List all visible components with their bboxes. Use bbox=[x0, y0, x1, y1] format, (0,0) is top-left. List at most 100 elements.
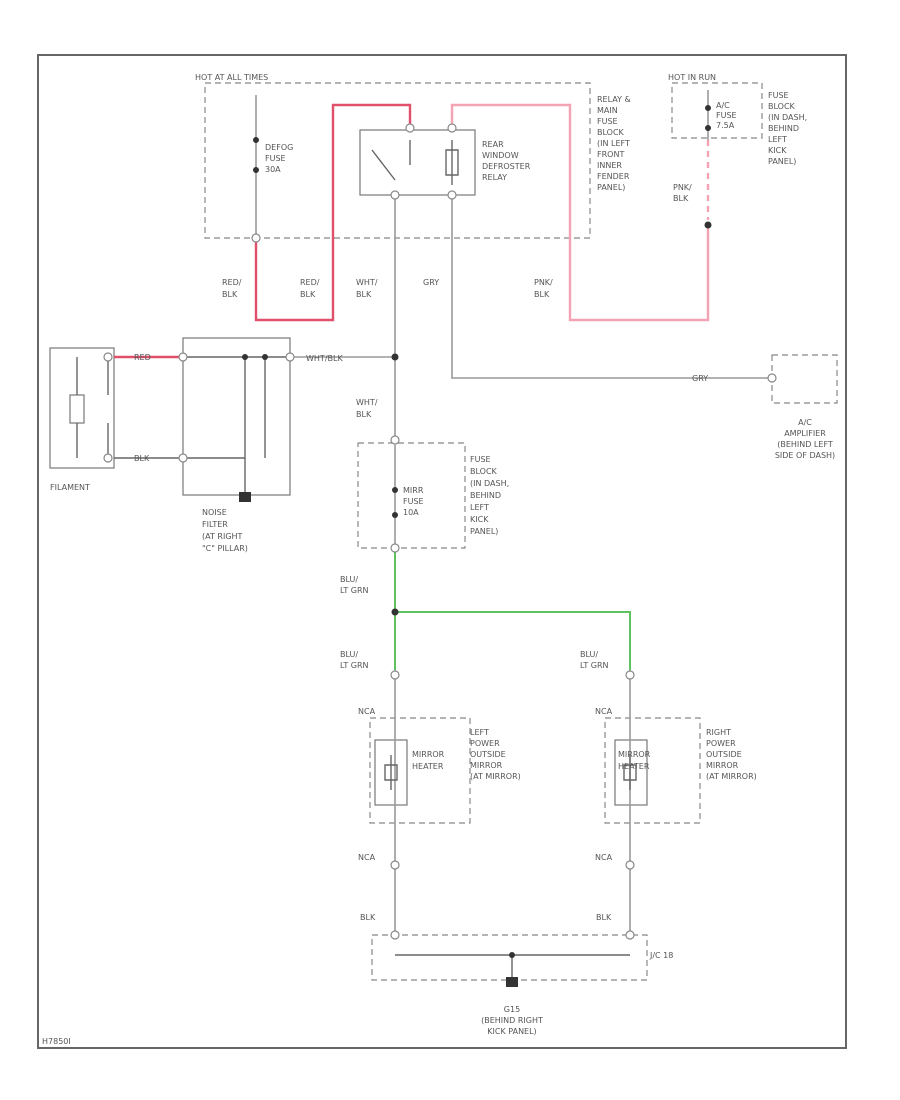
label-line: 7.5A bbox=[716, 121, 735, 130]
label-line: (AT RIGHT bbox=[202, 532, 243, 541]
blu-ltgrn-label-1: BLU/LT GRN bbox=[340, 575, 369, 595]
splice-dot bbox=[253, 167, 259, 173]
label-line: BLOCK bbox=[597, 128, 625, 137]
label-line: FUSE bbox=[470, 455, 491, 464]
connector bbox=[178, 352, 188, 362]
label-line: FENDER bbox=[597, 172, 630, 181]
label-line: RELAY bbox=[482, 173, 507, 182]
jc-line bbox=[395, 954, 630, 980]
connector bbox=[447, 123, 457, 133]
gry-label-2: GRY bbox=[692, 374, 708, 383]
splice-dot bbox=[253, 137, 259, 143]
label-line: (IN LEFT bbox=[597, 139, 630, 148]
pnk-blk-lower-label: PNK/BLK bbox=[534, 278, 553, 299]
label-line: 10A bbox=[403, 508, 419, 517]
label-line: (AT MIRROR) bbox=[470, 772, 521, 781]
hot-in-run-label: HOT IN RUN bbox=[668, 73, 716, 82]
noise-filter-bottom bbox=[183, 357, 246, 459]
label-line: PANEL) bbox=[597, 183, 625, 192]
relay-switch bbox=[371, 140, 411, 181]
left-heater-element bbox=[374, 739, 408, 806]
label-line: LT GRN bbox=[340, 586, 369, 595]
ac-amplifier-box bbox=[771, 354, 838, 404]
label-line: KICK bbox=[470, 515, 489, 524]
label-line: MIRROR bbox=[706, 761, 739, 770]
fuse-block-mid-box bbox=[357, 442, 466, 549]
label-line: "C" PILLAR) bbox=[202, 544, 248, 553]
label-line: G15 bbox=[504, 1005, 520, 1014]
label-line: BLK bbox=[356, 410, 372, 419]
label-line: (BEHIND LEFT bbox=[777, 440, 833, 449]
label-line: MAIN bbox=[597, 106, 618, 115]
relay-block-box bbox=[204, 82, 591, 239]
label-line: BLOCK bbox=[768, 102, 796, 111]
nca-label-2: NCA bbox=[595, 707, 613, 716]
blu-ltgrn-branch bbox=[395, 611, 631, 670]
label-line: BLU/ bbox=[340, 575, 358, 584]
label-line: PNK/ bbox=[534, 278, 553, 287]
label-line: (BEHIND RIGHT bbox=[481, 1016, 543, 1025]
label-line: RIGHT bbox=[706, 728, 731, 737]
splice-dot bbox=[262, 354, 268, 360]
connector bbox=[251, 233, 261, 243]
label-line: FUSE bbox=[597, 117, 618, 126]
splice-dot bbox=[391, 353, 399, 361]
label-line: POWER bbox=[706, 739, 736, 748]
noise-filter-caps bbox=[244, 357, 266, 495]
label-line: KICK bbox=[768, 146, 787, 155]
label-line: PANEL) bbox=[470, 527, 498, 536]
label-line: MIRROR bbox=[618, 750, 651, 759]
red-blk-label-2: RED/BLK bbox=[300, 278, 320, 299]
label-line: POWER bbox=[470, 739, 500, 748]
wht-blk-h-label: WHT/BLK bbox=[306, 354, 343, 363]
label-line: BEHIND bbox=[768, 124, 799, 133]
connector bbox=[103, 352, 113, 362]
connector bbox=[390, 543, 400, 553]
filament-element bbox=[69, 394, 85, 424]
left-mirror-box bbox=[369, 717, 471, 824]
label-line: FUSE bbox=[403, 497, 424, 506]
left-heater-resistor bbox=[384, 755, 398, 790]
connector bbox=[390, 930, 400, 940]
red-wire-label: RED bbox=[134, 353, 151, 362]
hot-at-all-times-label: HOT AT ALL TIMES bbox=[195, 73, 268, 82]
label-line: NOISE bbox=[202, 508, 227, 517]
splice-dot bbox=[392, 487, 398, 493]
connector bbox=[625, 860, 635, 870]
diagram-frame bbox=[37, 54, 847, 1049]
connector bbox=[767, 373, 777, 383]
wht-blk-label-1: WHT/BLK bbox=[356, 278, 378, 299]
right-heater-element bbox=[614, 739, 648, 806]
hot-in-run-box bbox=[671, 82, 763, 139]
filament-line bbox=[76, 357, 109, 458]
splice-dot bbox=[509, 952, 515, 958]
label-line: RED/ bbox=[300, 278, 320, 287]
connector bbox=[103, 453, 113, 463]
label-line: HEATER bbox=[412, 762, 444, 771]
label-line: MIRROR bbox=[412, 750, 445, 759]
figure-id: H7850I bbox=[42, 1037, 71, 1046]
blk-label-2: BLK bbox=[596, 913, 612, 922]
wht-blk-label-2: WHT/BLK bbox=[356, 398, 378, 419]
label-line: SIDE OF DASH) bbox=[775, 451, 835, 460]
relay-coil bbox=[445, 140, 459, 185]
label-line: WHT/ bbox=[356, 398, 378, 407]
label-line: PANEL) bbox=[768, 157, 796, 166]
connector bbox=[447, 190, 457, 200]
ground-icon bbox=[506, 977, 518, 987]
label-line: BLK bbox=[222, 290, 238, 299]
label-line: FUSE bbox=[768, 91, 789, 100]
label-line: BLU/ bbox=[580, 650, 598, 659]
label-line: WHT/ bbox=[356, 278, 378, 287]
jc-box bbox=[371, 934, 648, 981]
noise-filter-box bbox=[182, 337, 291, 496]
label-line: AMPLIFIER bbox=[784, 429, 826, 438]
